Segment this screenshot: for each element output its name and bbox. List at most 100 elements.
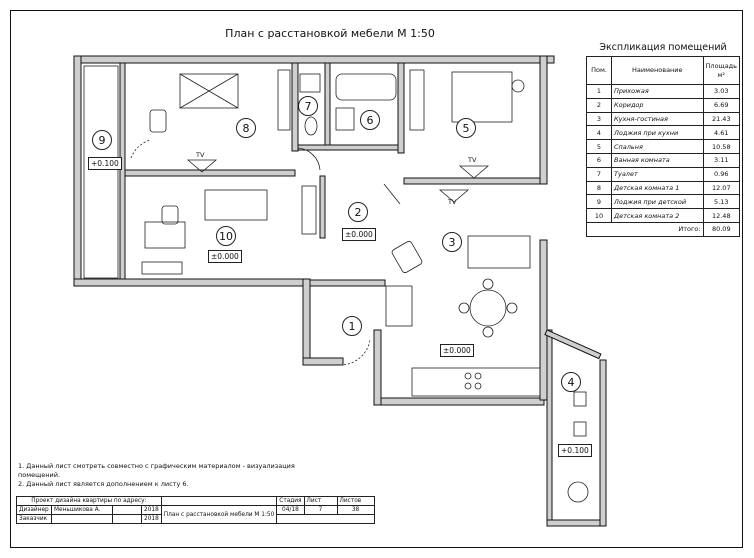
level-mark-4: +0.100 bbox=[558, 444, 592, 457]
door-2 bbox=[383, 183, 401, 205]
note-1: 1. Данный лист смотреть совместно с граф… bbox=[18, 462, 295, 479]
sofa-10 bbox=[204, 189, 268, 221]
note-2: 2. Данный лист является дополнением к ли… bbox=[18, 480, 189, 488]
explication-title: Экспликация помещений bbox=[599, 42, 727, 53]
kitchen-counter bbox=[411, 367, 541, 397]
level-mark-10: ±0.000 bbox=[208, 250, 242, 263]
notes: 1. Данный лист смотреть совместно с граф… bbox=[18, 462, 318, 489]
bench-10 bbox=[141, 261, 183, 275]
wall-loggia9 bbox=[119, 62, 126, 280]
explication-header: Пом. Наименование Площадь м² bbox=[586, 56, 741, 85]
wardrobe-10 bbox=[301, 185, 317, 235]
total-row: Итого:80.09 bbox=[586, 221, 741, 237]
wall-5-3 bbox=[403, 177, 541, 185]
stage-value: 04/18 bbox=[276, 505, 305, 515]
bathtub bbox=[335, 73, 397, 101]
wall-loggia4-east bbox=[599, 359, 607, 527]
desk-10 bbox=[144, 221, 186, 249]
project-label: Проект дизайна квартиры по адресу: bbox=[16, 496, 162, 506]
wall-north bbox=[73, 55, 555, 64]
wall-kitchen-west bbox=[373, 329, 382, 406]
wall-bath-south bbox=[297, 144, 399, 151]
level-mark-3: ±0.000 bbox=[440, 344, 474, 357]
sheets-value: 38 bbox=[336, 505, 375, 515]
wall-east-upper bbox=[539, 55, 548, 185]
wall-west bbox=[73, 55, 82, 287]
wall-south-left bbox=[73, 278, 311, 287]
sheet-name: План с расстановкой мебели М 1:50 bbox=[160, 505, 278, 524]
room-label-4: 4 bbox=[561, 372, 581, 392]
wall-south-right bbox=[373, 397, 545, 406]
total-label: Итого: bbox=[586, 221, 704, 237]
loggia9-floor bbox=[83, 65, 119, 279]
tv-label-3: TV bbox=[448, 198, 457, 206]
col-num: Пом. bbox=[586, 56, 612, 85]
col-area: Площадь м² bbox=[702, 56, 741, 85]
lamp-5 bbox=[511, 79, 525, 93]
bed-8 bbox=[179, 73, 239, 109]
room-label-3: 3 bbox=[442, 232, 462, 252]
year-2: 2018 bbox=[141, 514, 162, 524]
wall-8-10 bbox=[124, 169, 296, 177]
wall-loggia4-west bbox=[546, 329, 553, 526]
col-name: Наименование bbox=[611, 56, 704, 85]
door-entry bbox=[339, 339, 371, 366]
chair-l4b bbox=[573, 421, 587, 437]
level-mark-9: +0.100 bbox=[88, 157, 122, 170]
room-label-9: 9 bbox=[92, 130, 112, 150]
door-9 bbox=[130, 139, 151, 159]
stage-label: Стадия bbox=[276, 496, 305, 506]
hall-cabinet bbox=[385, 285, 413, 327]
sink-7 bbox=[299, 73, 321, 93]
room-label-10: 10 bbox=[216, 226, 236, 246]
sheets-label: Листов bbox=[336, 496, 375, 506]
total-value: 80.09 bbox=[702, 221, 741, 237]
tv-label-5: TV bbox=[468, 156, 477, 164]
wall-loggia4-south bbox=[546, 519, 606, 527]
wall-entry bbox=[302, 357, 344, 366]
washer bbox=[335, 107, 355, 131]
sheet-label: Лист bbox=[303, 496, 338, 506]
drawing-frame bbox=[10, 10, 743, 548]
wall-7-6 bbox=[324, 62, 331, 149]
wall-hall bbox=[309, 279, 386, 287]
dining-table bbox=[469, 289, 507, 327]
table-l4 bbox=[567, 481, 589, 503]
chair-8 bbox=[149, 109, 167, 133]
customer-label: Заказчик bbox=[16, 514, 52, 524]
room-label-7: 7 bbox=[298, 96, 318, 116]
armchair bbox=[391, 240, 423, 274]
tv-5 bbox=[458, 165, 490, 179]
chair-10 bbox=[161, 205, 179, 225]
room-label-6: 6 bbox=[360, 110, 380, 130]
title-block: Проект дизайна квартиры по адресу: Стади… bbox=[16, 496, 375, 524]
chair-l4a bbox=[573, 391, 587, 407]
door-8 bbox=[297, 147, 321, 171]
room-label-8: 8 bbox=[236, 118, 256, 138]
tv-3 bbox=[438, 189, 470, 203]
room-label-5: 5 bbox=[456, 118, 476, 138]
wall-east-lower bbox=[539, 239, 548, 401]
wall-step bbox=[302, 278, 311, 366]
wardrobe-5 bbox=[409, 69, 425, 131]
wall-6-5 bbox=[397, 62, 405, 154]
wardrobe-8 bbox=[277, 69, 291, 131]
toilet bbox=[304, 116, 318, 136]
level-mark-2: ±0.000 bbox=[342, 228, 376, 241]
designer-label: Дизайнер bbox=[16, 505, 52, 515]
sheet-value: 7 bbox=[303, 505, 338, 515]
designer-name: Меньшикова А. bbox=[51, 505, 113, 515]
wall-10-2 bbox=[319, 175, 326, 239]
